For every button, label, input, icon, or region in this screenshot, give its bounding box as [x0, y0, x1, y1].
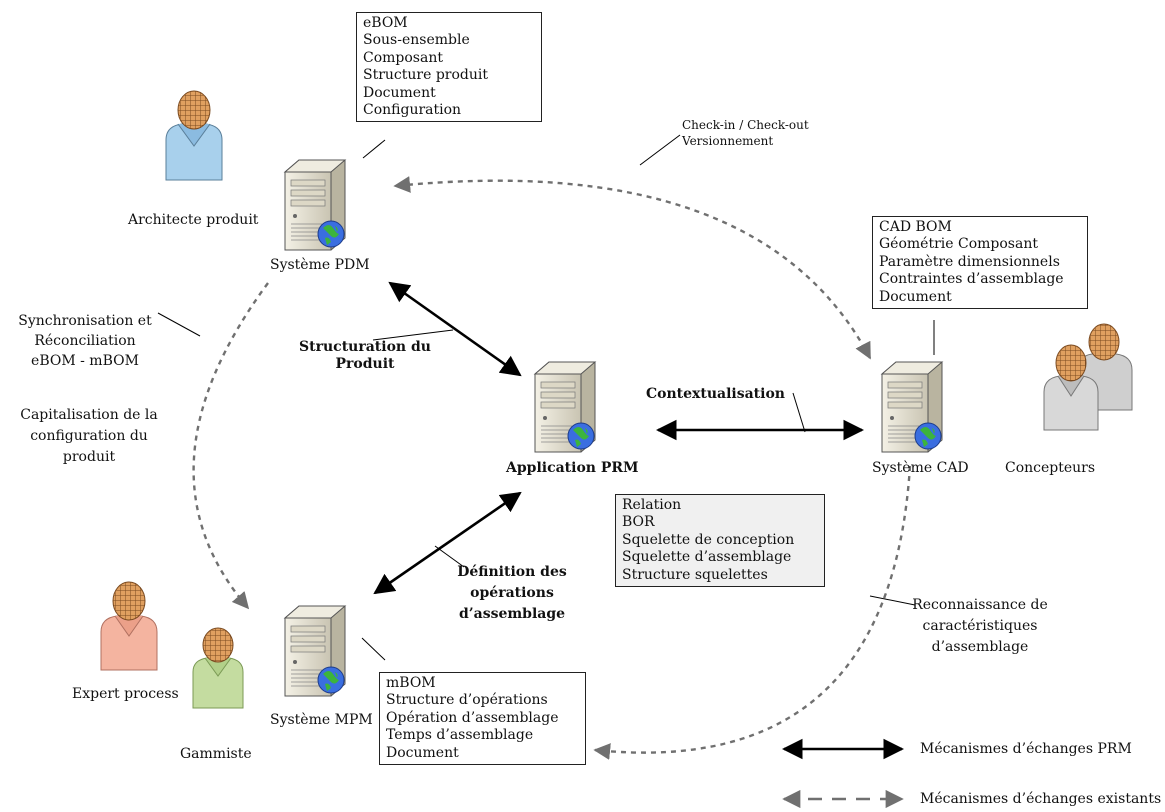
contextualisation-label-connector [792, 392, 806, 433]
contextualisation-label: Contextualisation [646, 386, 785, 402]
checkin-line: Versionnement [682, 134, 774, 148]
structuration-line: Produit [335, 356, 395, 372]
designers-label: Concepteurs [1005, 460, 1096, 476]
cad-box-line: Document [879, 288, 952, 305]
pdm-box-line: Sous-ensemble [363, 32, 470, 49]
cad-box-line: Géométrie Composant [879, 236, 1038, 253]
prm-application-label: Application PRM [506, 460, 639, 476]
prm-server-icon [534, 361, 596, 453]
cad-box-line: Contraintes d’assemblage [879, 271, 1064, 288]
definition-line: opérations [470, 585, 554, 601]
prm-box-line: Squelette de conception [622, 531, 795, 548]
definition-line: Définition des [457, 564, 567, 580]
checkin-line: Check-in / Check-out [682, 118, 809, 132]
pdm-box-line: Configuration [363, 102, 462, 119]
cad-server-icon [881, 361, 943, 453]
definition-arrow [373, 491, 522, 595]
legend-existing-label: Mécanismes d’échanges existants [920, 791, 1162, 807]
capitalisation-label: Capitalisation de la configuration du pr… [4, 405, 174, 468]
pdm-box-line: Document [363, 84, 436, 101]
pdm-server-icon [284, 159, 346, 251]
structuration-arrow [388, 281, 522, 377]
designer-person-front-icon [1043, 344, 1099, 431]
pdm-box-line: Structure produit [363, 67, 489, 84]
recognition-line: caractéristiques [922, 618, 1038, 634]
mpm-box-connector [361, 637, 386, 661]
prm-box-line: Squelette d’assemblage [622, 549, 792, 566]
pdm-system-label: Système PDM [270, 257, 370, 273]
structuration-label: Structuration du Produit [290, 339, 440, 373]
pdm-data-box: eBOM Sous-ensemble Composant Structure p… [356, 12, 542, 123]
prm-box-line: Relation [622, 497, 682, 513]
definition-label: Définition des opérations d’assemblage [452, 562, 572, 625]
capitalisation-line: Capitalisation de la [20, 407, 158, 423]
legend-prm-label: Mécanismes d’échanges PRM [920, 741, 1132, 757]
sync-label-connector [157, 312, 201, 337]
recognition-label: Reconnaissance de caractéristiques d’ass… [905, 595, 1055, 658]
prm-data-box: Relation BOR Squelette de conception Squ… [615, 494, 825, 588]
mpm-box-line: Opération d’assemblage [386, 709, 559, 726]
mpm-box-line: Document [386, 744, 459, 761]
architect-label: Architecte produit [128, 212, 259, 228]
definition-line: d’assemblage [458, 606, 566, 622]
cad-system-label: Système CAD [872, 460, 969, 476]
process-expert-person-icon [100, 581, 158, 671]
prm-box-line: BOR [622, 514, 655, 531]
recognition-line: d’assemblage [931, 639, 1029, 655]
checkin-label: Check-in / Check-out Versionnement [682, 117, 809, 149]
checkin-arc [393, 176, 872, 360]
sync-label: Synchronisation et Réconciliation eBOM -… [10, 311, 160, 371]
cad-box-line: CAD BOM [879, 219, 952, 235]
mpm-box-line: mBOM [386, 675, 436, 691]
checkin-label-connector [639, 134, 681, 166]
sync-arc [192, 282, 269, 610]
cad-box-line: Paramètre dimensionnels [879, 253, 1060, 270]
mpm-box-line: Structure d’opérations [386, 692, 548, 709]
pdm-box-line: Composant [363, 49, 443, 66]
pdm-box-line: eBOM [363, 15, 408, 31]
gammiste-person-icon [192, 627, 244, 709]
prm-box-line: Structure squelettes [622, 566, 768, 583]
mpm-data-box: mBOM Structure d’opérations Opération d’… [379, 672, 586, 766]
capitalisation-line: configuration du [30, 428, 148, 444]
pdm-box-connector [362, 139, 386, 159]
gammiste-label: Gammiste [180, 746, 252, 762]
mpm-box-line: Temps d’assemblage [386, 727, 534, 744]
sync-line: Synchronisation et [18, 313, 152, 329]
capitalisation-line: produit [62, 449, 116, 465]
sync-line: Réconciliation [34, 333, 136, 349]
process-expert-label: Expert process [72, 686, 179, 702]
recognition-line: Reconnaissance de [912, 597, 1048, 613]
recognition-arc [593, 465, 912, 760]
structuration-line: Structuration du [299, 339, 431, 355]
sync-line: eBOM - mBOM [31, 353, 139, 369]
recognition-label-connector [869, 595, 916, 606]
mpm-server-icon [284, 605, 346, 697]
cad-data-box: CAD BOM Géométrie Composant Paramètre di… [872, 216, 1088, 310]
mpm-system-label: Système MPM [270, 712, 373, 728]
architect-person-icon [165, 90, 223, 181]
